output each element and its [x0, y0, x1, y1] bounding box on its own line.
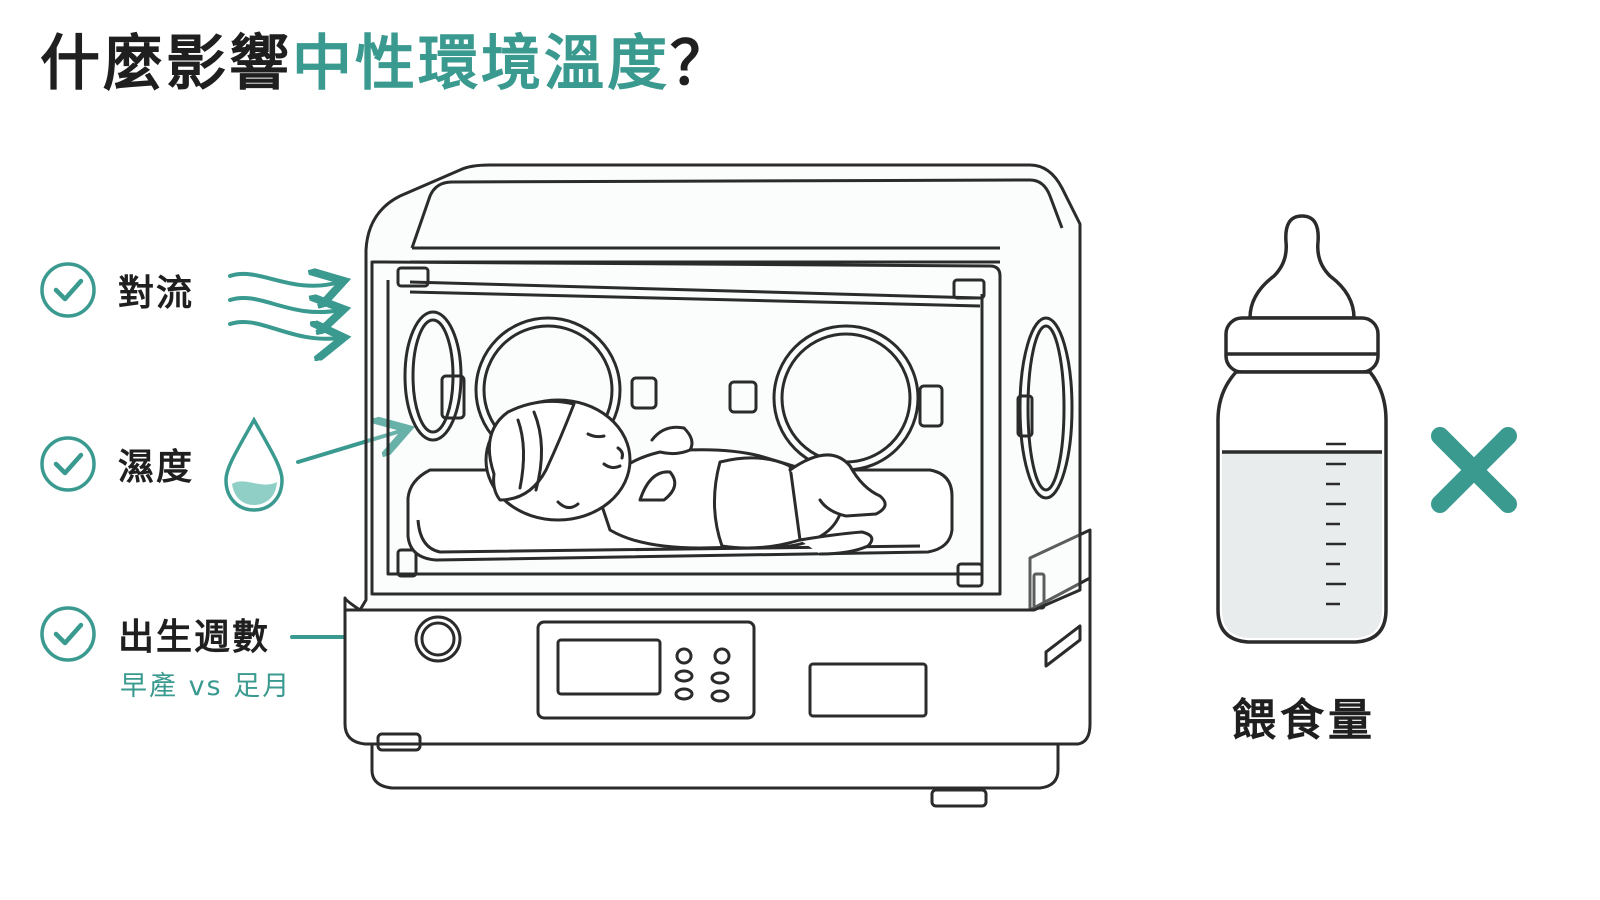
factor-gestational-age: 出生週數	[40, 606, 270, 662]
factor-label: 出生週數	[118, 617, 271, 658]
title-suffix: ？	[670, 29, 733, 99]
factor-convection: 對流	[40, 262, 194, 318]
feeding-amount-label: 餵食量	[1232, 695, 1376, 746]
page-title: 什麼影響中性環境溫度？	[40, 34, 733, 94]
factor-label: 對流	[118, 273, 195, 314]
check-circle-icon	[40, 606, 96, 662]
factor-label: 濕度	[118, 447, 195, 488]
factor-humidity: 濕度	[40, 436, 194, 492]
cross-icon	[1431, 427, 1517, 513]
humidity-arrow	[296, 430, 404, 464]
title-highlight: 中性環境溫度	[292, 29, 670, 99]
gestation-sublabel: 早產 vs 足月	[120, 671, 292, 702]
baby-bottle-icon	[1216, 214, 1388, 644]
airflow-arrows-icon	[228, 274, 340, 339]
title-prefix: 什麼影響	[40, 29, 292, 99]
check-circle-icon	[40, 436, 96, 492]
baby-illustration	[484, 398, 887, 556]
water-drop-icon	[224, 416, 284, 512]
check-circle-icon	[40, 262, 96, 318]
